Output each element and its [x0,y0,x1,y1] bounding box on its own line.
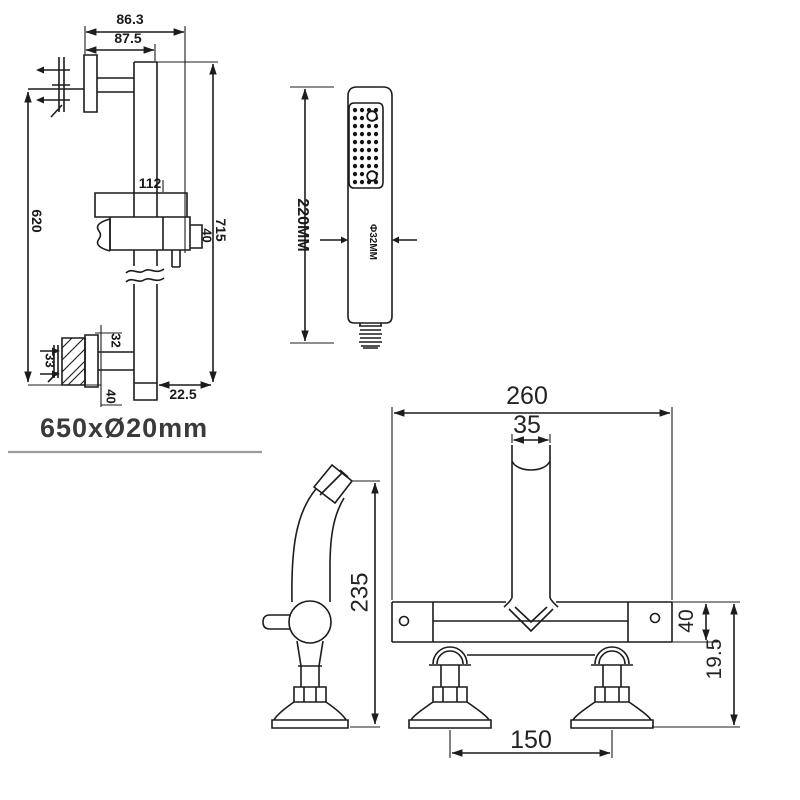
bottom-fitting-hatch [61,337,86,386]
dim-label-handle-diameter: Φ32MM [367,224,378,260]
slide-rail-drawing [8,26,262,454]
rail-size-label: 650xØ20mm [40,413,209,443]
mixer-leg-right [570,646,654,729]
side-flange-base [271,701,349,729]
dim-label-mixer-centres-distance: 150 [510,726,552,754]
dim-label-holder-depth: 40 [199,228,215,243]
mixer-body-front [391,601,673,643]
holder-cone-cup [96,218,111,252]
handshower-ticks [290,86,334,344]
hand-shower-drawing [290,86,417,349]
rail-bar [133,61,181,401]
top-flow-arrowheads [36,66,44,104]
dim-label-overall-height: 715 [213,218,229,242]
bath-mixer-drawing [262,407,740,758]
mixer-leg-left [408,646,492,729]
screw-hole-left [398,615,410,627]
handset-body [347,86,393,324]
dim-label-lower-bracket-offset: 32 [108,333,124,348]
side-spout-curve [291,488,345,603]
mixer-spout-front [503,445,559,633]
dim-label-wall-clearance: 22.5 [169,386,197,402]
side-body-stem-nut [293,640,327,703]
side-extension-lines [350,480,380,728]
slider-holder [94,192,203,251]
mixer-extension-lines [391,407,740,758]
top-flow-arrow-lines [44,69,70,101]
dim-label-mixer-spout-width: 35 [513,411,541,439]
dim-label-handset-length: 220MM [294,198,311,252]
spray-ring-bottom [366,170,378,182]
dim-label-holder-width: 112 [138,175,162,191]
dim-label-mixer-body-height: 40 [675,609,698,633]
bottom-flow-arrowheads [52,347,60,378]
dim-label-rail-length: 620 [29,209,45,233]
dim-label-mixer-overall-height: 235 [346,572,374,613]
dim-label-upper-bracket-width: 87.5 [114,30,142,46]
spray-ring-top [366,110,378,122]
rail-break-symbol [125,268,165,283]
bottom-fitting [47,337,86,386]
bottom-flow-arrow-lines [40,350,52,375]
side-lever-handle [262,614,291,630]
dim-label-lower-fitting-size: 33 [42,353,58,368]
top-wall-bracket [83,54,134,113]
side-spout-nozzle [312,463,354,505]
side-valve-ball [288,600,332,644]
dim-label-top-width: 86.3 [116,11,144,27]
dim-label-mixer-overall-width: 260 [506,382,548,410]
top-supply-fitting [28,57,84,118]
handset-faceplate [348,102,384,189]
rail-extension-lines [28,26,218,407]
dim-label-mixer-base-height: 19.5 [703,638,726,680]
handset-thread-connector [359,323,382,349]
screw-hole-right [649,612,661,624]
